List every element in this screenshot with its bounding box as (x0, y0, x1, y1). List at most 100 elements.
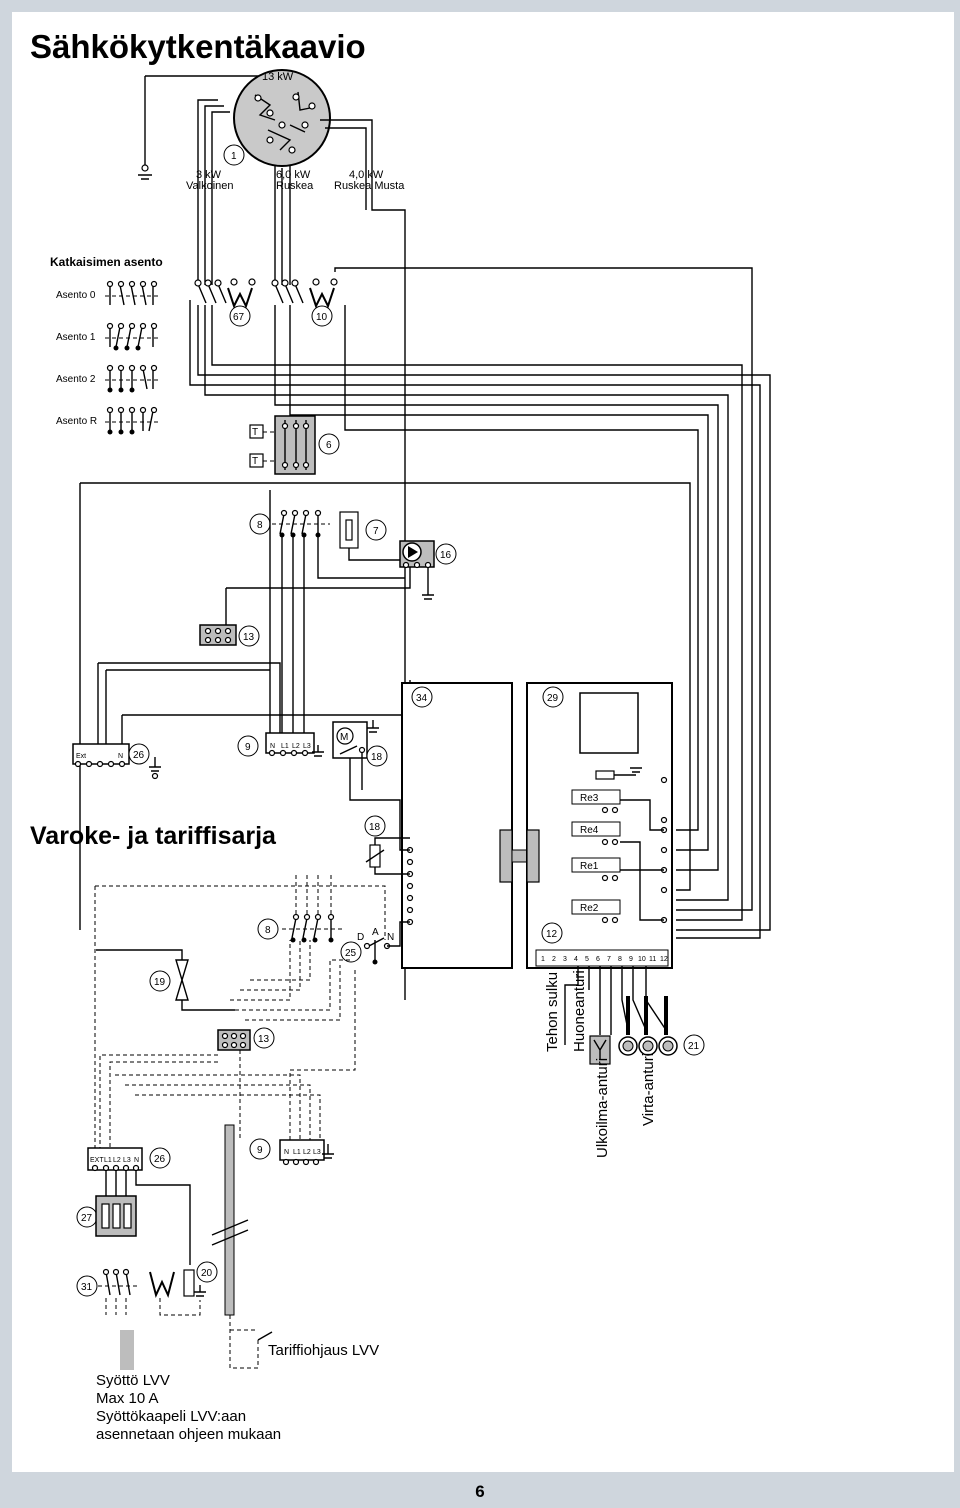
wire-2-power: 6,0 kW (276, 169, 311, 181)
svg-text:L1: L1 (104, 1157, 112, 1164)
callout-67: 67 (233, 312, 245, 323)
callout-9-top: 9 (245, 742, 251, 753)
callout-14: 12 (546, 929, 558, 940)
terminal-block-9-top: 9 N L1 L2 L3 (237, 732, 324, 757)
terminal-block-26-top: Ext N 26 (72, 743, 161, 780)
fuse-block-27: 27 (76, 1170, 191, 1265)
svg-text:EXT: EXT (90, 1157, 104, 1164)
sensor-terminal-strip: 1 2 3 4 5 6 7 8 9 10 11 12 (541, 956, 668, 1045)
callout-1: 1 (231, 151, 237, 162)
heater-element: 13 kW 1 (138, 69, 331, 180)
svg-text:L1: L1 (293, 1149, 301, 1156)
sensor-current: Virta-anturi (640, 1053, 657, 1126)
wire-1-power: 3 kW (196, 169, 222, 181)
callout-21: 21 (688, 1041, 700, 1052)
contactor-8: 8 7 (249, 509, 387, 549)
svg-text:L2: L2 (303, 1149, 311, 1156)
svg-text:Re4: Re4 (580, 825, 599, 836)
terminal-block-13: 13 (199, 624, 260, 647)
svg-text:A: A (372, 927, 379, 938)
control-unit-34: 34 (401, 682, 513, 969)
relay-re4: Re4 (571, 821, 621, 846)
svg-text:Re1: Re1 (580, 861, 599, 872)
thermostat-block: T T 6 (249, 415, 340, 475)
callout-19: 19 (154, 977, 166, 988)
thermostat-t2: T (252, 456, 258, 467)
svg-text:Ext: Ext (76, 753, 86, 760)
callout-13-top: 13 (243, 632, 255, 643)
pump-16: 16 (399, 540, 457, 600)
callout-31: 31 (81, 1282, 93, 1293)
wire-2-color: Ruskea (276, 180, 314, 192)
outdoor-sensor (589, 1035, 611, 1065)
contactor-8-lower: 8 (257, 875, 345, 943)
wire-3-color: Ruskea Musta (334, 180, 405, 192)
sensor-outdoor: Ulkoilma-anturi (594, 1058, 611, 1158)
main-switch-67: 67 (194, 278, 256, 327)
svg-text:6: 6 (596, 956, 600, 963)
svg-text:8: 8 (618, 956, 622, 963)
sensor-room: Huoneanturi (571, 970, 588, 1052)
wire-1-color: Valkoinen (186, 180, 234, 192)
motor-12: M 18 (332, 720, 388, 767)
callout-6: 6 (326, 440, 332, 451)
switch-heading: Katkaisimen asento (50, 255, 163, 269)
svg-text:N: N (284, 1149, 289, 1156)
supply-note-line-2: Max 10 A (96, 1390, 159, 1407)
thermostat-t1: T (252, 427, 258, 438)
svg-text:N: N (118, 753, 123, 760)
position-0: Asento 0 (56, 290, 96, 301)
wire-3-power: 4,0 kW (349, 169, 384, 181)
callout-16: 16 (440, 550, 452, 561)
relay-re2: Re2 (571, 899, 621, 924)
position-2: Asento 2 (56, 374, 96, 385)
heater-rating: 13 kW (262, 71, 294, 83)
switch-position-table: Katkaisimen asento Asento 0 Asento 1 Ase… (50, 255, 163, 435)
tariff-control-label: Tariffiohjaus LVV (268, 1342, 379, 1359)
svg-text:L3: L3 (313, 1149, 321, 1156)
motor-symbol: M (340, 732, 348, 743)
svg-text:N: N (270, 743, 275, 750)
svg-text:7: 7 (607, 956, 611, 963)
callout-34: 34 (416, 693, 428, 704)
terminal-block-9-lower: 9 N L1 L2 L3 (249, 1138, 334, 1166)
callout-10: 10 (316, 312, 328, 323)
callout-9-lower: 9 (257, 1145, 263, 1156)
svg-text:N: N (387, 932, 394, 943)
callout-8-top: 8 (257, 520, 263, 531)
supply-note-line-4: asennetaan ohjeen mukaan (96, 1426, 281, 1443)
callout-20: 20 (201, 1268, 213, 1279)
callout-25: 25 (345, 948, 357, 959)
svg-text:11: 11 (649, 956, 656, 963)
svg-text:9: 9 (629, 956, 633, 963)
relay-re3: Re3 (571, 789, 621, 814)
svg-text:1: 1 (541, 956, 545, 963)
limiter-19: 19 (96, 949, 235, 1011)
svg-text:L2: L2 (292, 743, 300, 750)
fuse-section-heading: Varoke- ja tariffisarja (30, 822, 277, 850)
current-sensors: 21 (618, 1034, 705, 1056)
callout-26-lower: 26 (154, 1154, 166, 1165)
svg-text:L3: L3 (123, 1157, 131, 1164)
callout-27: 27 (81, 1213, 93, 1224)
svg-text:N: N (134, 1157, 139, 1164)
svg-text:5: 5 (585, 956, 589, 963)
callout-13-lower: 13 (258, 1034, 270, 1045)
contactor-31: 31 20 (76, 1261, 218, 1316)
svg-text:3: 3 (563, 956, 567, 963)
callout-18: 18 (369, 822, 381, 833)
svg-text:10: 10 (638, 956, 646, 963)
supply-note-line-3: Syöttökaapeli LVV:aan (96, 1408, 246, 1425)
sensor-power-cutoff: Tehon sulku (544, 972, 561, 1052)
supply-note-line-1: Syöttö LVV (96, 1372, 170, 1389)
svg-text:Re2: Re2 (580, 903, 599, 914)
page-number: 6 (475, 1482, 485, 1501)
position-1: Asento 1 (56, 332, 96, 343)
callout-29: 29 (547, 693, 559, 704)
dan-terminals: 25 D A N (340, 921, 410, 965)
svg-text:12: 12 (660, 956, 668, 963)
svg-text:Re3: Re3 (580, 793, 599, 804)
relay-re1: Re1 (571, 857, 621, 882)
callout-8-lower: 8 (265, 925, 271, 936)
